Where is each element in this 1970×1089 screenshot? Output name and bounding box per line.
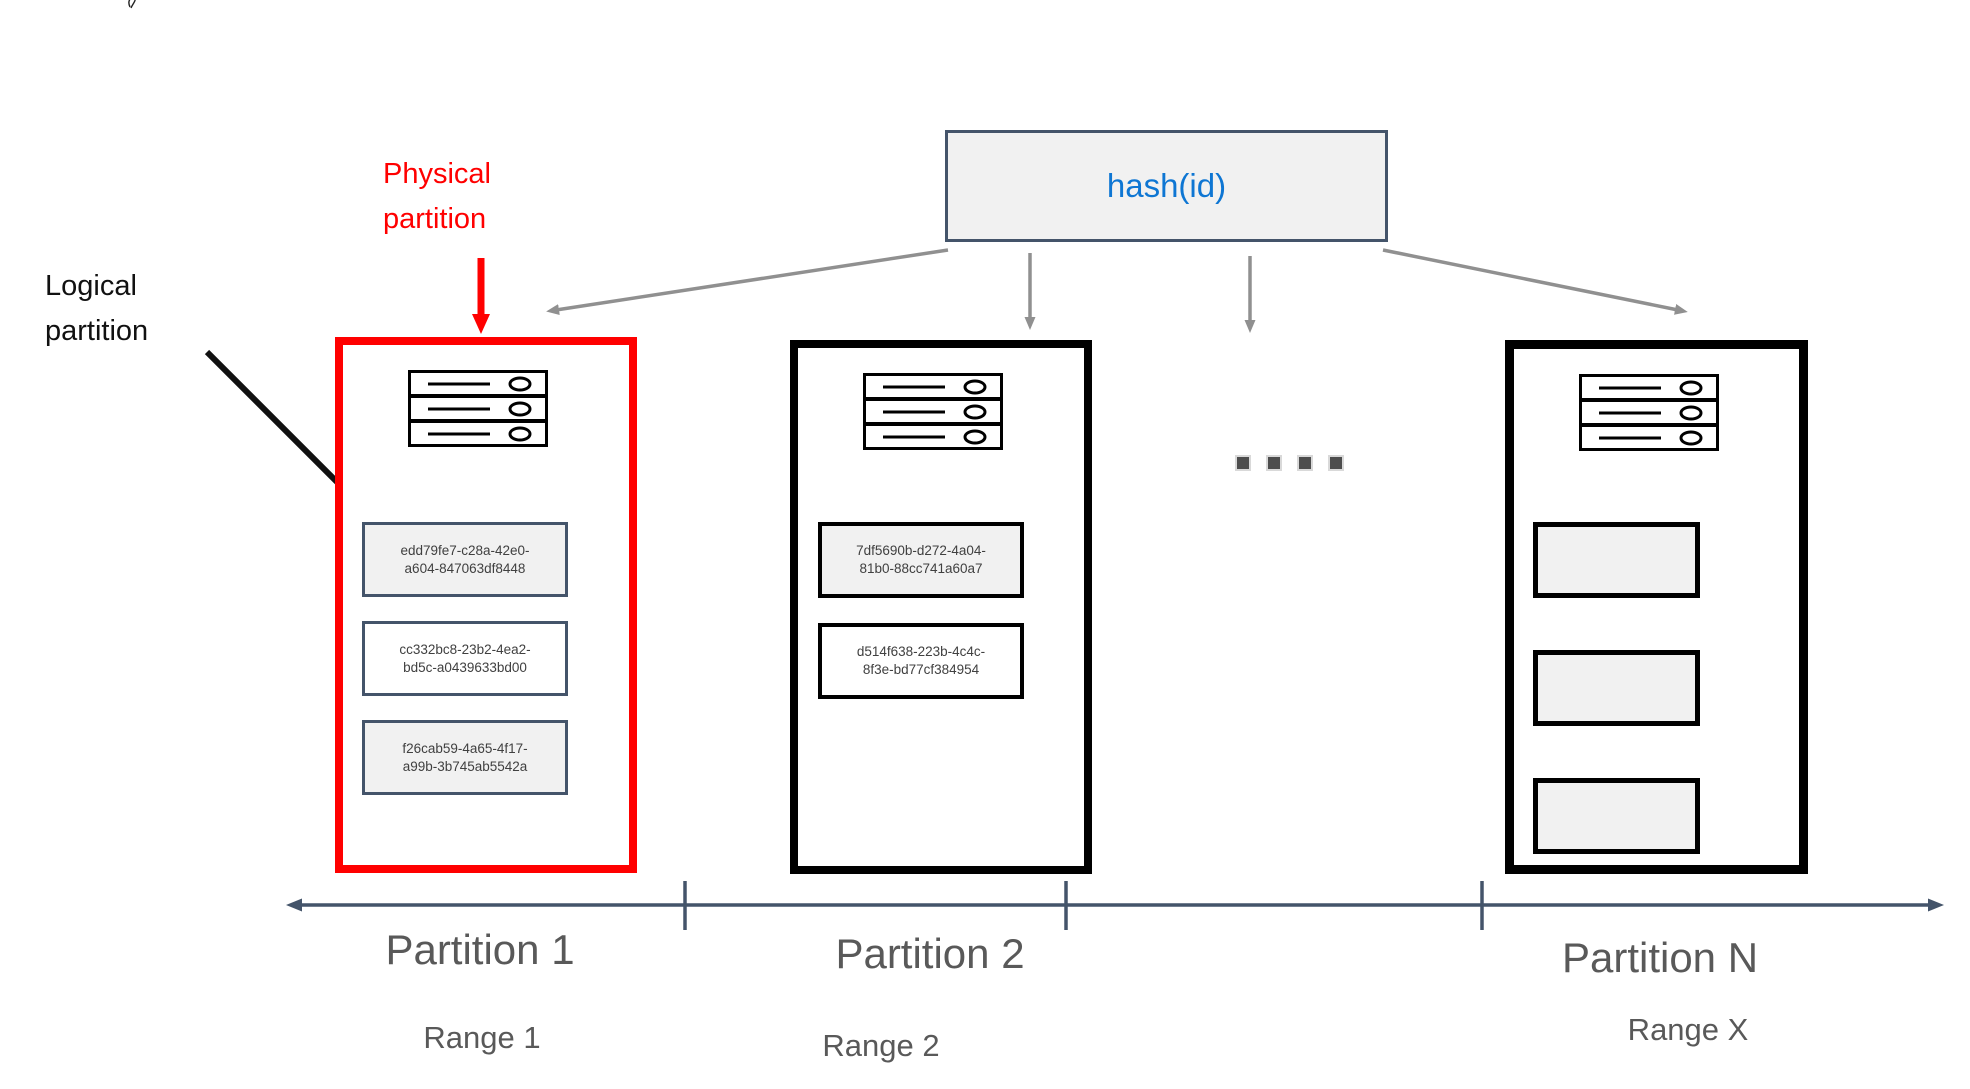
logical-partition-item: f26cab59-4a65-4f17- a99b-3b745ab5542a bbox=[362, 720, 568, 795]
partition-n-items bbox=[1533, 522, 1700, 854]
partition-2-items: 7df5690b-d272-4a04- 81b0-88cc741a60a7 d51… bbox=[818, 522, 1024, 699]
ellipsis-dots bbox=[1235, 455, 1344, 471]
partition-n-label: Partition N bbox=[1561, 934, 1759, 981]
range-2-label: Range 2 bbox=[822, 1028, 940, 1063]
logical-partition-item: 7df5690b-d272-4a04- 81b0-88cc741a60a7 bbox=[818, 522, 1024, 598]
logical-partition-item bbox=[1533, 650, 1700, 726]
partition-1-box: edd79fe7-c28a-42e0- a604-847063df8448 cc3… bbox=[335, 337, 637, 873]
ellipsis-dot bbox=[1235, 455, 1251, 471]
hash-function-box: hash(id) bbox=[945, 130, 1388, 242]
server-icon bbox=[1579, 374, 1719, 451]
stray-pen-mark bbox=[128, 0, 136, 9]
range-x-label: Range X bbox=[1627, 1012, 1749, 1047]
partition-2-box: 7df5690b-d272-4a04- 81b0-88cc741a60a7 d51… bbox=[790, 340, 1092, 874]
server-icon bbox=[408, 370, 548, 447]
physical-partition-label: Physical partition bbox=[383, 158, 491, 235]
logical-partition-item: cc332bc8-23b2-4ea2- bd5c-a0439633bd00 bbox=[362, 621, 568, 696]
ellipsis-dot bbox=[1297, 455, 1313, 471]
logical-partition-item bbox=[1533, 522, 1700, 598]
hash-function-label: hash(id) bbox=[1106, 167, 1227, 204]
logical-partition-item: edd79fe7-c28a-42e0- a604-847063df8448 bbox=[362, 522, 568, 597]
partition-2-label: Partition 2 bbox=[835, 930, 1025, 977]
range-1-label: Range 1 bbox=[423, 1020, 541, 1055]
ellipsis-dot bbox=[1266, 455, 1282, 471]
logical-partition-item bbox=[1533, 778, 1700, 854]
partition-1-items: edd79fe7-c28a-42e0- a604-847063df8448 cc3… bbox=[362, 522, 568, 795]
ellipsis-dot bbox=[1328, 455, 1344, 471]
logical-partition-item: d514f638-223b-4c4c- 8f3e-bd77cf384954 bbox=[818, 623, 1024, 699]
logical-partition-label: Logical partition bbox=[45, 270, 149, 347]
hash-arrow-to-partition-n bbox=[1382, 248, 1688, 315]
hash-arrow-to-partition-1 bbox=[546, 248, 949, 315]
partition-n-box bbox=[1505, 340, 1808, 874]
partition-1-label: Partition 1 bbox=[385, 926, 575, 973]
server-icon bbox=[863, 373, 1003, 450]
